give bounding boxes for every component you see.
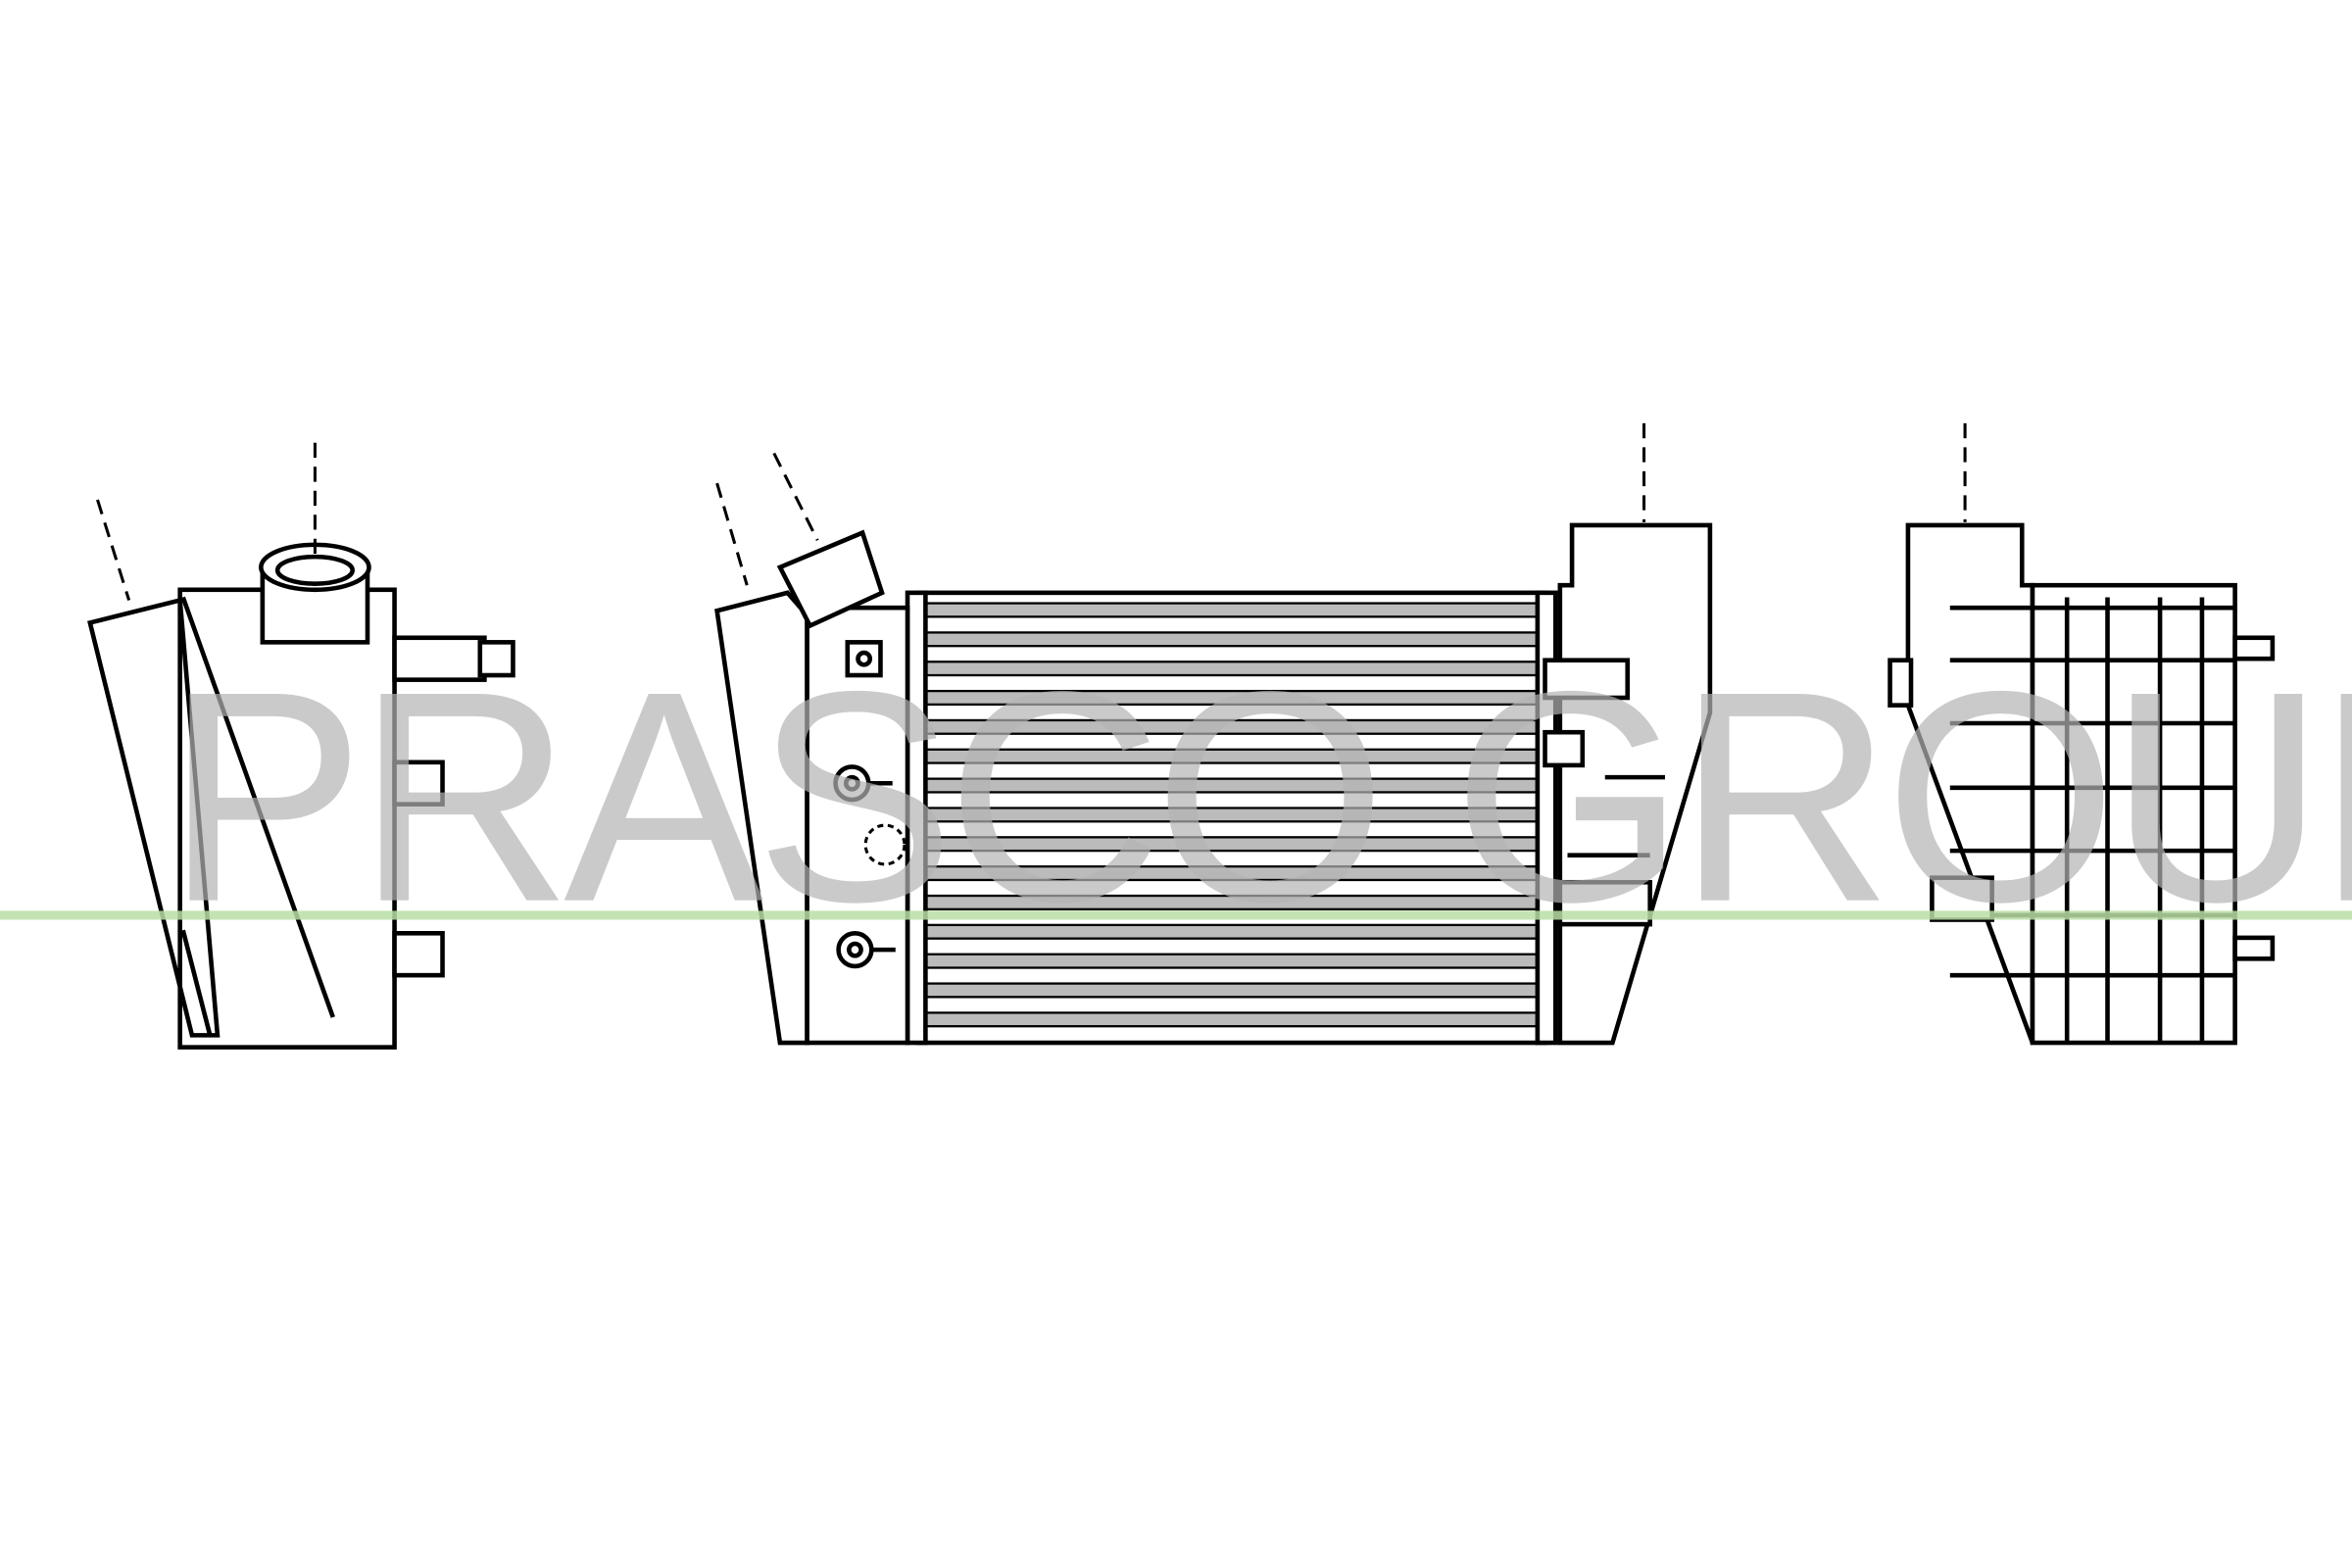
core-side-bar-right [1535,590,1558,1046]
intercooler-core [915,590,1547,1046]
leader-line [772,452,819,541]
right-tank-tab-1 [1543,658,1631,701]
left-diagonal-edge [180,596,335,1018]
left-inner-edge [180,929,213,1036]
core-fin-row [924,982,1540,999]
front-inlet-pipe [776,529,885,629]
core-fin-row [924,1011,1540,1028]
left-side-view [87,442,515,1050]
left-flange-plate [87,597,220,1038]
mount-stud-2-hole [847,941,863,958]
mount-stud-1-hole [843,774,860,792]
right-view-stud-1 [2232,635,2276,662]
left-tab-1-stud [477,640,515,678]
right-tank-tab-2 [1543,729,1586,768]
front-view [714,422,1713,1046]
front-bracket [845,640,883,678]
left-tab-3 [392,931,445,978]
leader-line [96,499,131,601]
right-view-tab [1887,658,1914,708]
left-tab-2 [392,760,445,807]
bracket-hole [856,650,873,667]
left-pipe-inner [274,554,355,586]
core-fin-row [924,602,1540,618]
hidden-stud [863,823,906,866]
front-left-flange [714,590,809,1046]
right-view-stud-2 [2232,935,2276,961]
leader-line [715,482,749,586]
watermark-logo: PRASCO GROUP [165,629,2352,964]
right-view-grid [1949,582,2237,1046]
